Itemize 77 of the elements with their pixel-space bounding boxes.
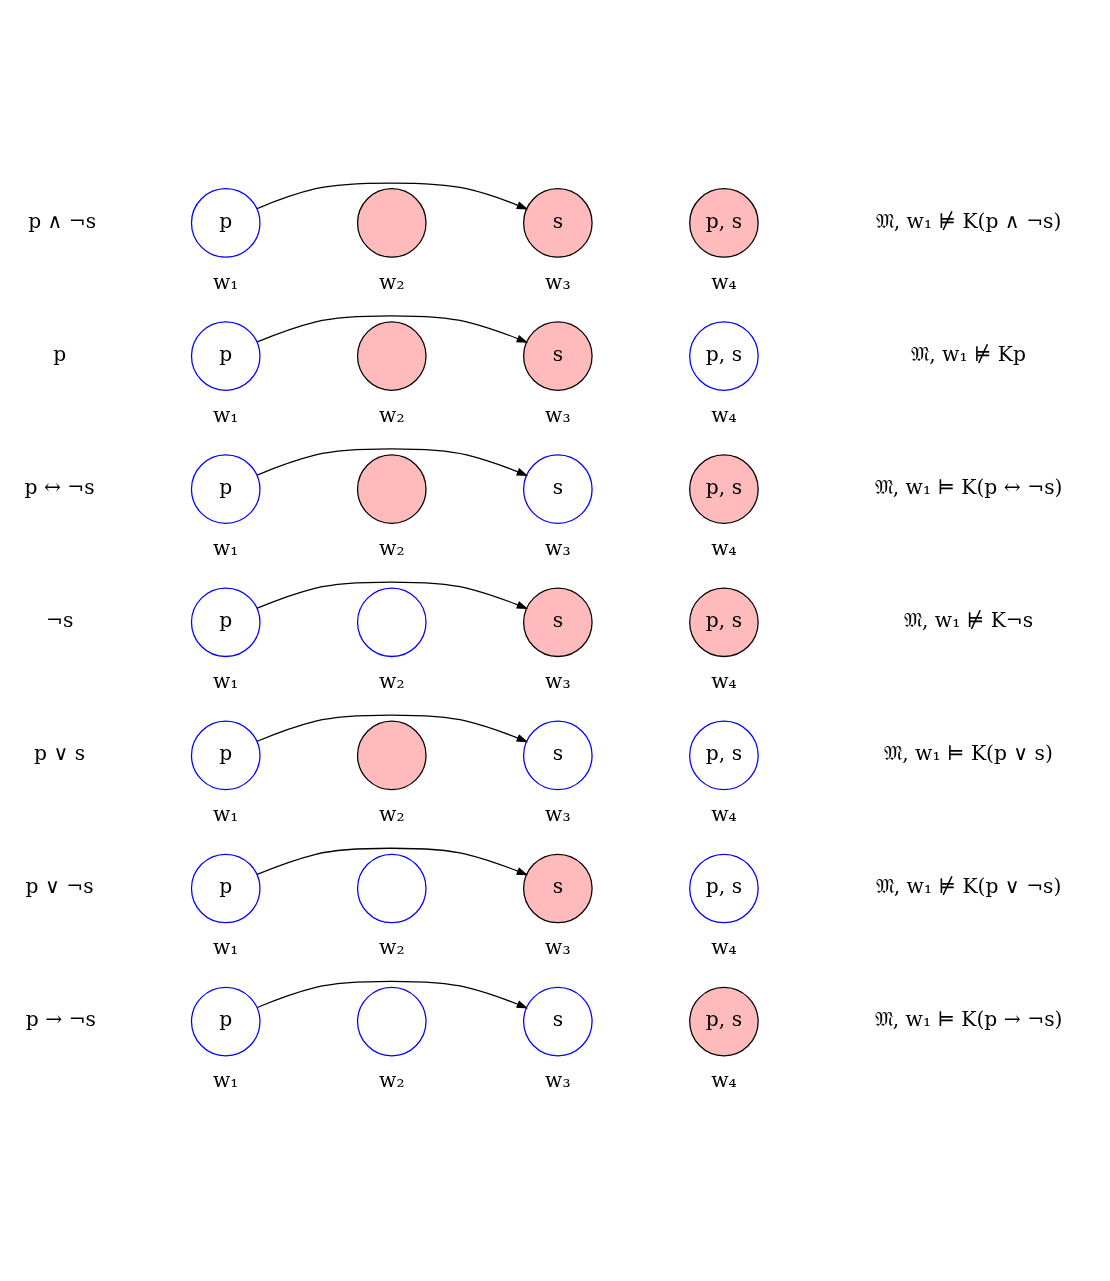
node-label: w₁ bbox=[212, 934, 239, 959]
label: p → ¬s bbox=[25, 1006, 97, 1031]
node-label: w₄ bbox=[711, 1067, 737, 1092]
node-circle: p, s bbox=[689, 187, 759, 258]
label: p bbox=[53, 341, 67, 366]
node-label: w₂ bbox=[379, 535, 405, 560]
node-circle bbox=[356, 453, 427, 524]
node-label: w₂ bbox=[379, 801, 405, 826]
node-circle: p, s bbox=[689, 853, 759, 923]
node-circle: p bbox=[190, 986, 261, 1056]
node-circle: s bbox=[523, 720, 593, 790]
node-circle: s bbox=[523, 453, 593, 524]
node-label: w₄ bbox=[711, 402, 737, 427]
label: p ∨ s bbox=[34, 740, 86, 765]
label: p ∨ ¬s bbox=[25, 873, 94, 898]
node-circle: p, s bbox=[689, 453, 759, 524]
node-label: w₂ bbox=[379, 269, 405, 294]
node-circle: s bbox=[523, 586, 593, 657]
label: 𝔐, w₁ ⊭ Kp bbox=[911, 341, 1026, 366]
node-circle bbox=[356, 586, 427, 657]
node-label: w₄ bbox=[711, 269, 737, 294]
label: 𝔐, w₁ ⊭ K(p ∨ ¬s) bbox=[875, 873, 1062, 898]
arrow bbox=[256, 447, 529, 476]
label: 𝔐, w₁ ⊨ K(p ∨ s) bbox=[884, 740, 1053, 765]
node-circle: p bbox=[190, 320, 261, 391]
node-label: w₂ bbox=[379, 668, 405, 693]
node-circle: p, s bbox=[689, 720, 759, 790]
node-label: w₂ bbox=[379, 402, 405, 427]
node-label: w₁ bbox=[212, 269, 239, 294]
node-label: w₃ bbox=[545, 535, 571, 560]
node-circle: s bbox=[523, 986, 593, 1056]
node-label: w₁ bbox=[212, 535, 239, 560]
node-circle: p, s bbox=[689, 320, 759, 391]
node-label: w₁ bbox=[212, 1067, 239, 1092]
arrow bbox=[256, 980, 529, 1008]
node-circle: p, s bbox=[689, 986, 759, 1056]
arrow bbox=[256, 314, 529, 343]
label: 𝔐, w₁ ⊨ K(p → ¬s) bbox=[874, 1006, 1063, 1031]
node-circle: p bbox=[190, 187, 261, 258]
node-label: w₄ bbox=[711, 934, 737, 959]
label: 𝔐, w₁ ⊨ K(p ↔ ¬s) bbox=[874, 474, 1063, 499]
node-label: w₃ bbox=[545, 402, 571, 427]
node-label: w₄ bbox=[711, 801, 737, 826]
node-circle: s bbox=[523, 853, 593, 923]
node-label: w₁ bbox=[212, 668, 239, 693]
node-label: w₃ bbox=[545, 269, 571, 294]
node-circle bbox=[356, 187, 427, 258]
label: ¬s bbox=[45, 607, 74, 632]
node-circle: p bbox=[190, 586, 261, 657]
arrow bbox=[256, 847, 529, 875]
node-label: w₁ bbox=[212, 402, 239, 427]
node-label: w₄ bbox=[711, 668, 737, 693]
node-circle bbox=[356, 853, 427, 923]
label: 𝔐, w₁ ⊭ K(p ∧ ¬s) bbox=[875, 208, 1062, 233]
node-circle bbox=[356, 320, 427, 391]
node-circle: s bbox=[523, 187, 593, 258]
arrow bbox=[256, 181, 529, 209]
node-circle: p bbox=[190, 720, 261, 790]
arrow bbox=[256, 580, 529, 609]
node-label: w₂ bbox=[379, 1067, 405, 1092]
node-label: w₄ bbox=[711, 535, 737, 560]
node-label: w₃ bbox=[545, 1067, 571, 1092]
node-circle: p, s bbox=[689, 586, 759, 657]
node-circle bbox=[356, 986, 427, 1056]
node-label: w₂ bbox=[379, 934, 405, 959]
node-circle: p bbox=[190, 853, 261, 923]
node-label: w₃ bbox=[545, 934, 571, 959]
label: p ↔ ¬s bbox=[24, 474, 95, 499]
node-label: w₃ bbox=[545, 801, 571, 826]
node-circle: s bbox=[523, 320, 593, 391]
node-circle: p bbox=[190, 453, 261, 524]
node-circle bbox=[356, 720, 427, 790]
node-label: w₃ bbox=[545, 668, 571, 693]
arrow bbox=[256, 714, 529, 742]
label: 𝔐, w₁ ⊭ K¬s bbox=[903, 607, 1034, 632]
label: p ∧ ¬s bbox=[28, 208, 97, 233]
node-label: w₁ bbox=[212, 801, 239, 826]
